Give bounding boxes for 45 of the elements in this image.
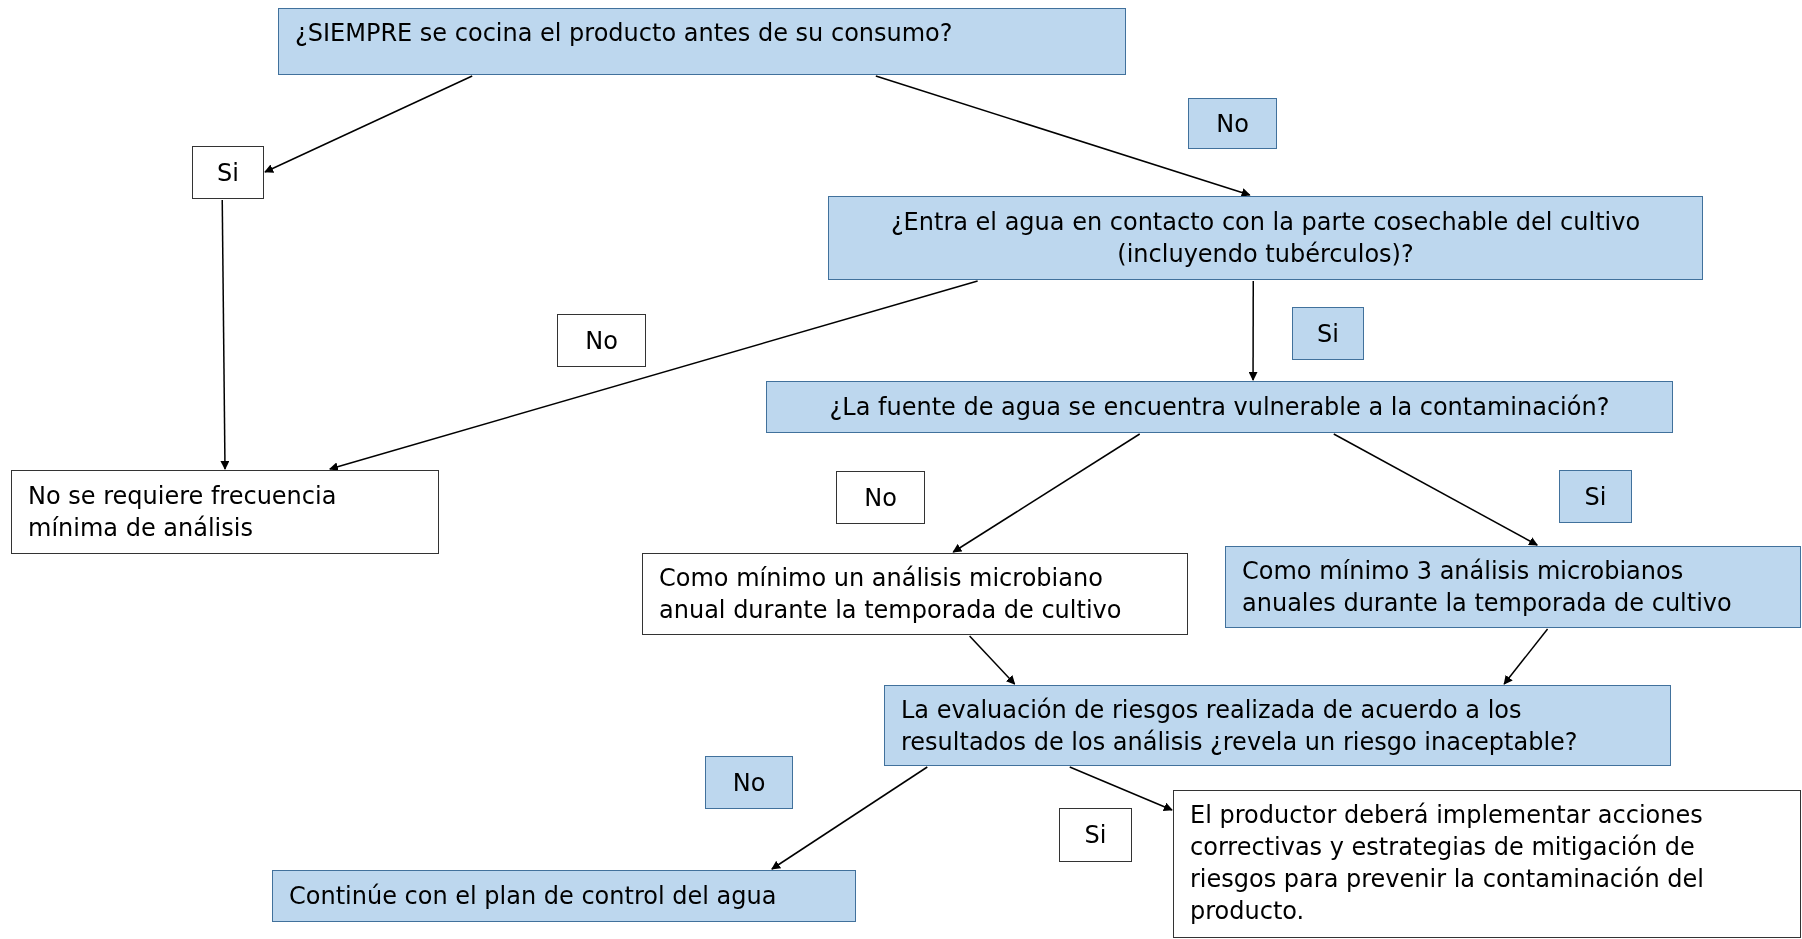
box-text: No: [1216, 108, 1249, 140]
box-text: ¿La fuente de agua se encuentra vulnerable a la contaminación?: [829, 392, 1610, 423]
answer-box: [192, 146, 264, 199]
arrow: [1248, 280, 1258, 381]
answer-box: [1292, 307, 1364, 360]
answer-box: [1559, 470, 1632, 523]
box-text: Como mínimo 3 análisis microbianos anuales durante la temporada de cultivo: [1242, 556, 1733, 619]
process-box: [642, 553, 1188, 635]
process-box: [278, 8, 1126, 75]
arrow: [1333, 433, 1538, 546]
box-text: Como mínimo un análisis microbiano anual durante la temporada de cultivo: [659, 563, 1123, 626]
process-box: [1225, 546, 1801, 628]
arrow: [264, 75, 473, 173]
arrow: [1069, 766, 1173, 811]
arrow: [220, 199, 230, 470]
answer-box: [1188, 98, 1277, 149]
arrow: [329, 280, 979, 472]
arrow: [952, 433, 1141, 553]
arrow: [968, 635, 1016, 685]
box-text: No: [732, 767, 766, 799]
process-box: [884, 685, 1671, 766]
answer-box: [1059, 808, 1132, 862]
process-box: [828, 196, 1703, 280]
box-text: Si: [1584, 481, 1607, 513]
box-text: ¿Entra el agua en contacto con la parte cosechable del cultivo (incluyendo tubérculos)?: [889, 207, 1642, 270]
box-text: Si: [217, 157, 239, 189]
arrow: [771, 766, 929, 870]
box-text: Si: [1317, 318, 1339, 350]
process-box: [766, 381, 1673, 433]
box-text: Si: [1084, 820, 1107, 851]
answer-box: [705, 756, 793, 809]
process-box: [272, 870, 856, 922]
box-text: La evaluación de riesgos realizada de acuerdo a los resultados de los análisis ¿revela un riesgo inaceptable?: [901, 694, 1579, 758]
box-text: No se requiere frecuencia mínima de análisis: [28, 481, 338, 544]
box-text: ¿SIEMPRE se cocina el producto antes de su consumo?: [295, 18, 954, 49]
arrow: [875, 75, 1251, 197]
answer-box: [557, 314, 646, 367]
box-text: Continúe con el plan de control del agua: [289, 881, 778, 912]
box-text: El productor deberá implementar acciones correctivas y estrategias de mitigación de riesgos para prevenir la contaminación del producto.: [1190, 800, 1705, 927]
process-box: [1173, 790, 1801, 938]
arrow: [1503, 628, 1549, 685]
box-text: No: [864, 482, 897, 514]
process-box: [11, 470, 439, 554]
box-text: No: [585, 325, 618, 357]
answer-box: [836, 471, 925, 524]
